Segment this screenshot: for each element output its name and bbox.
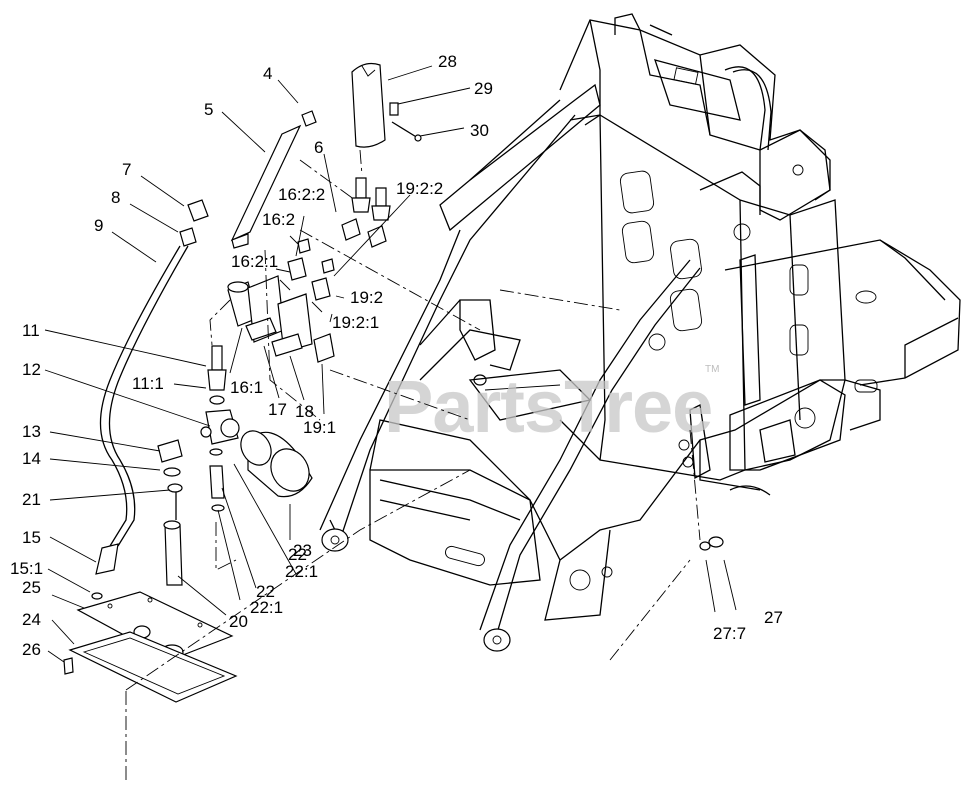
callout-22-a: 22 (256, 582, 275, 601)
callout-5: 5 (204, 100, 213, 119)
part-27-plug (708, 536, 724, 548)
callout-28: 28 (438, 52, 457, 71)
callout-15-1: 15:1 (10, 559, 43, 578)
callout-labels: 4 5 6 7 8 9 11 11:1 12 13 14 15 15:1 16:… (10, 52, 783, 659)
part-4-cap (301, 110, 317, 127)
exploded-parts (63, 62, 724, 703)
callout-19-2-1: 19:2:1 (332, 313, 379, 332)
callout-24: 24 (22, 610, 41, 629)
callout-16-2: 16:2 (262, 210, 295, 229)
callout-11-1: 11:1 (132, 374, 164, 393)
callout-27: 27 (764, 608, 783, 627)
callout-16-2-2: 16:2:2 (278, 185, 325, 204)
callout-25: 25 (22, 578, 41, 597)
main-frame-assembly (319, 13, 961, 652)
callout-22-b: 22 (288, 545, 307, 564)
callout-4: 4 (263, 64, 272, 83)
callout-29: 29 (474, 79, 493, 98)
callout-18: 18 (295, 402, 314, 421)
callout-11: 11 (22, 321, 40, 340)
part-14-oring (163, 467, 181, 477)
callout-15: 15 (22, 528, 41, 547)
part-5-tube (230, 124, 302, 242)
callout-26: 26 (22, 640, 41, 659)
part-28-sleeve (351, 62, 386, 148)
callout-19-2: 19:2 (350, 288, 383, 307)
part-20-pipe (164, 524, 183, 586)
part-13-cap (157, 439, 183, 463)
callout-19-1: 19:1 (303, 418, 336, 437)
callout-30: 30 (470, 121, 489, 140)
callout-12: 12 (22, 360, 41, 379)
assembly-center-lines (125, 149, 701, 780)
part-7-fitting (187, 199, 209, 222)
part-22-fitting (209, 465, 225, 499)
watermark-trademark: TM (705, 364, 719, 375)
callout-22-1-b: 22:1 (250, 598, 283, 617)
part-11-fitting (211, 345, 223, 371)
callout-6: 6 (314, 138, 323, 157)
callout-22-1-a: 22:1 (285, 562, 318, 581)
part-30-pin (391, 121, 419, 139)
callout-20: 20 (229, 612, 248, 631)
part-8-fitting (179, 227, 197, 247)
part-9-hose (99, 245, 181, 547)
callout-23: 23 (293, 541, 312, 560)
partstree-watermark: PartsTree (384, 365, 712, 448)
callout-9: 9 (94, 216, 103, 235)
part-19-1-valve (313, 333, 335, 363)
part-15-fitting (95, 543, 119, 575)
callout-17: 17 (268, 400, 287, 419)
part-24-gasket (68, 631, 238, 703)
callout-8: 8 (111, 188, 120, 207)
callout-19-2-2: 19:2:2 (396, 179, 443, 198)
callout-13: 13 (22, 422, 41, 441)
callout-16-1: 16:1 (230, 378, 263, 397)
callout-14: 14 (22, 449, 41, 468)
callout-16-2-1: 16:2:1 (231, 252, 278, 271)
part-29-clip (389, 102, 399, 116)
callout-21: 21 (22, 490, 41, 509)
callout-7: 7 (122, 160, 131, 179)
callout-27-7: 27:7 (713, 624, 746, 643)
leader-lines (44, 65, 737, 663)
part-26-screw (63, 657, 74, 675)
